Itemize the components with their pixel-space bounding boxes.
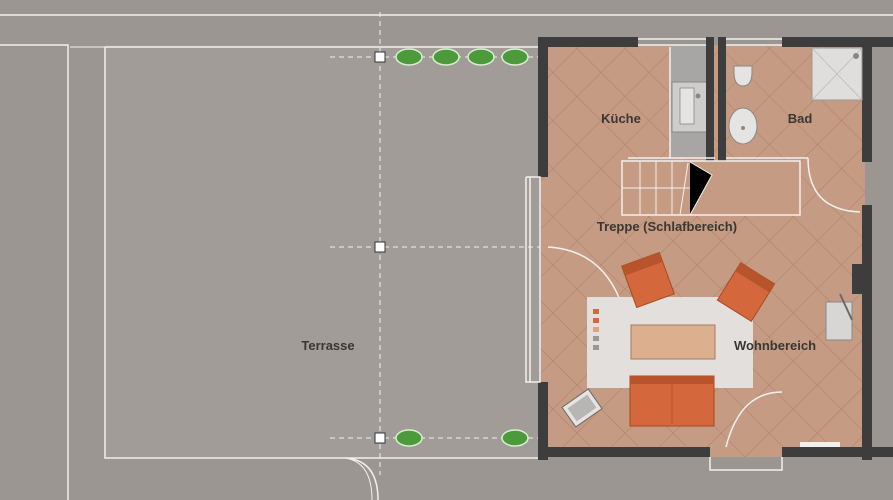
room-label-terrace: Terrasse <box>301 338 354 353</box>
room-label-bath: Bad <box>788 111 813 126</box>
bath-fixtures <box>728 47 863 213</box>
plant-icon <box>395 48 529 447</box>
windows <box>525 38 783 471</box>
staircase <box>621 160 801 216</box>
room-label-stairs: Treppe (Schlafbereich) <box>597 219 737 234</box>
survey-markers <box>374 51 386 444</box>
room-label-kitchen: Küche <box>601 111 641 126</box>
walls <box>538 37 893 460</box>
living-furniture <box>561 251 853 448</box>
room-label-living: Wohnbereich <box>734 338 816 353</box>
partitions <box>547 47 808 301</box>
